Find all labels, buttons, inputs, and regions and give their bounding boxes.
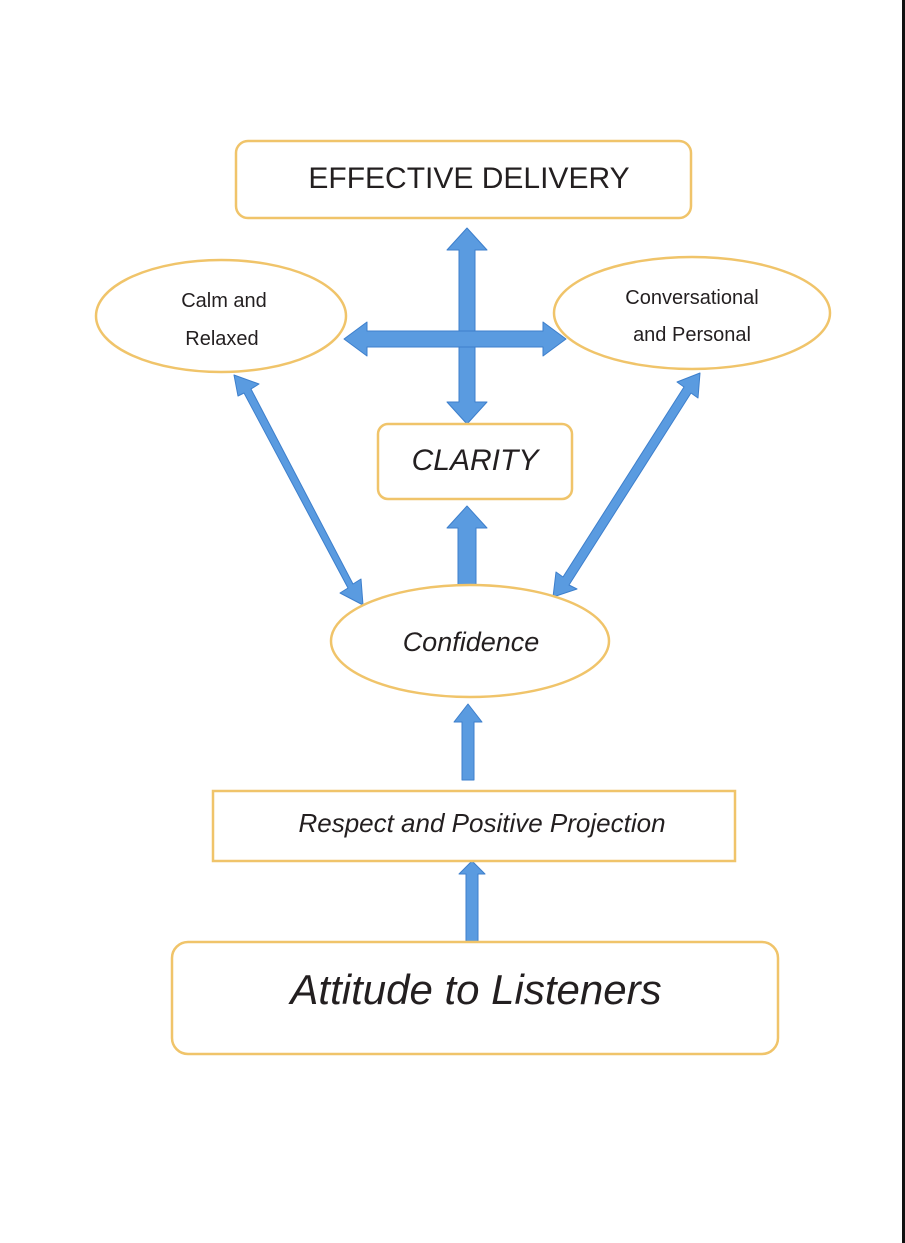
node-respect-projection: Respect and Positive Projection — [211, 789, 737, 863]
arrow-attitude-respect — [458, 860, 486, 944]
effective-delivery-label: EFFECTIVE DELIVERY — [308, 162, 629, 195]
confidence-ellipse — [329, 583, 611, 699]
arrow-conversational-confidence — [552, 372, 701, 598]
effective-delivery-box — [234, 139, 693, 220]
arrow-respect-confidence — [453, 703, 483, 781]
attitude-listeners-label: Attitude to Listeners — [287, 966, 661, 1013]
clarity-label: CLARITY — [412, 444, 541, 477]
calm-relaxed-ellipse — [94, 258, 348, 374]
clarity-box — [376, 422, 574, 501]
attitude-listeners-box — [170, 940, 780, 1056]
conversational-personal-line2: and Personal — [633, 324, 751, 346]
calm-relaxed-line2: Relaxed — [185, 328, 258, 350]
page-edge-border — [902, 0, 905, 1243]
calm-relaxed-line1: Calm and — [181, 290, 267, 312]
conversational-personal-line1: Conversational — [625, 287, 758, 309]
respect-projection-label: Respect and Positive Projection — [298, 808, 665, 838]
node-calm-relaxed: Calm and Relaxed — [94, 258, 348, 374]
node-conversational-personal: Conversational and Personal — [552, 255, 832, 371]
node-clarity: CLARITY — [376, 422, 574, 501]
conversational-personal-ellipse — [552, 255, 832, 371]
respect-projection-box — [211, 789, 737, 863]
confidence-label: Confidence — [403, 627, 540, 657]
arrow-calm-confidence — [233, 374, 364, 606]
node-effective-delivery: EFFECTIVE DELIVERY — [234, 139, 693, 220]
node-attitude-listeners: Attitude to Listeners — [170, 940, 780, 1056]
arrow-clarity-effective-delivery — [446, 227, 488, 425]
node-confidence: Confidence — [329, 583, 611, 699]
arrow-calm-conversational — [343, 321, 567, 357]
